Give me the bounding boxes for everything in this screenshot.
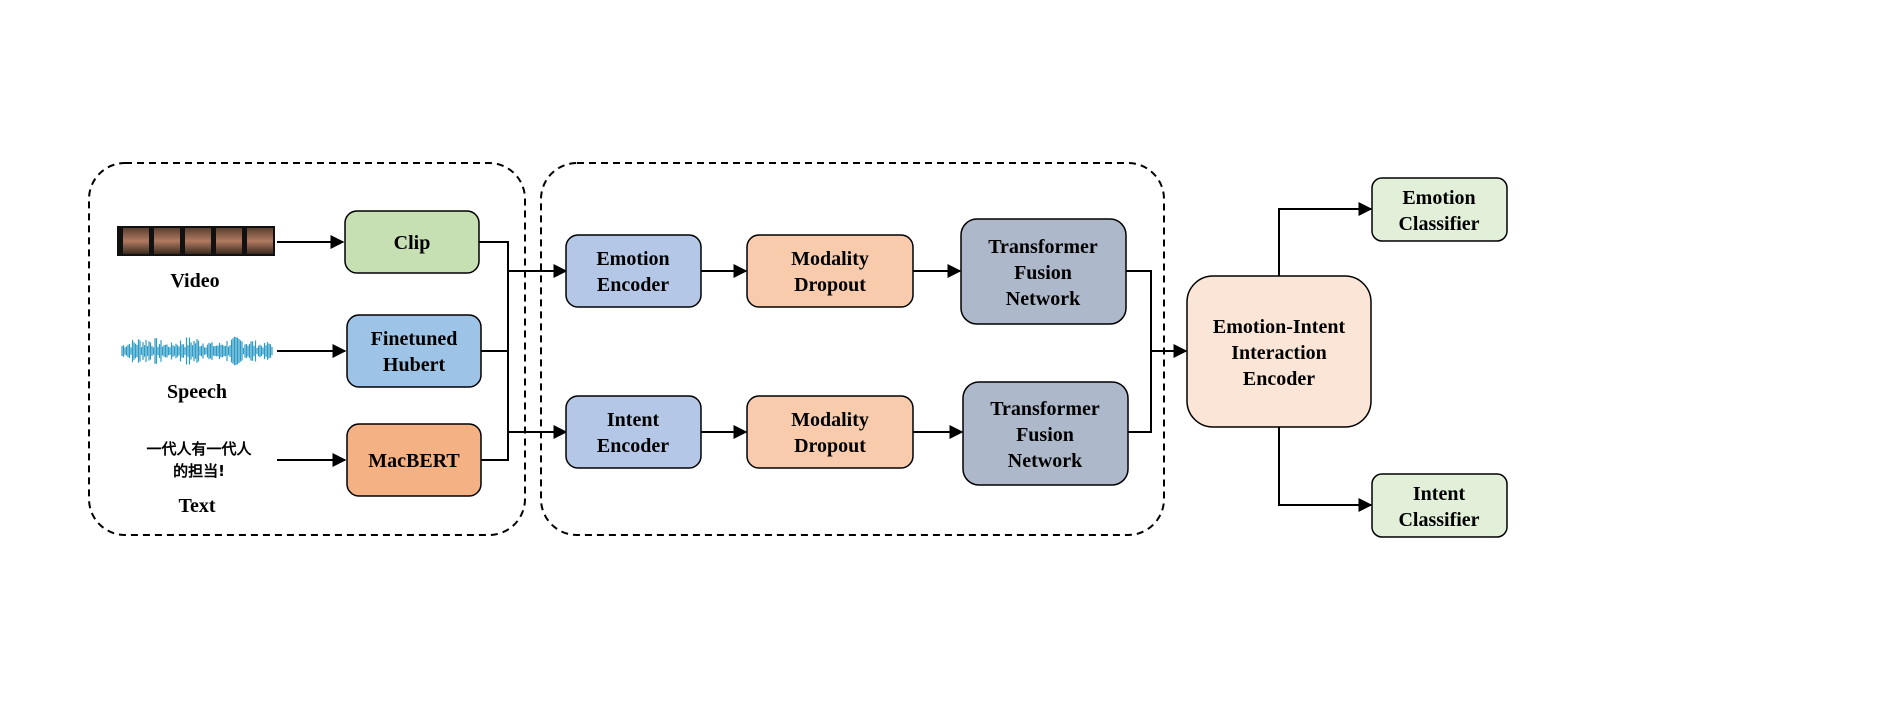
- text-label: Text: [178, 495, 215, 517]
- intent-fusion-line2: Fusion: [1016, 424, 1074, 446]
- branch-group-frame: [540, 162, 1165, 536]
- clip-box: Clip: [344, 210, 480, 274]
- speech-label: Speech: [167, 381, 227, 403]
- hubert-label-line2: Hubert: [383, 354, 446, 376]
- text-sample-line1: 一代人有一代人: [146, 440, 252, 458]
- emotion-fusion-box: Transformer Fusion Network: [960, 218, 1127, 325]
- intent-encoder-line2: Encoder: [597, 435, 669, 457]
- intent-classifier-line2: Classifier: [1398, 509, 1479, 531]
- emotion-encoder-line1: Emotion: [596, 248, 669, 270]
- intent-encoder-line1: Intent: [607, 409, 660, 431]
- intent-dropout-line1: Modality: [791, 409, 869, 431]
- intent-dropout-line2: Dropout: [794, 435, 866, 457]
- macbert-bus-connector: [481, 432, 509, 461]
- video-frames-image: [117, 226, 275, 256]
- intent-encoder-box: Intent Encoder: [565, 395, 702, 469]
- intent-fusion-box: Transformer Fusion Network: [962, 381, 1129, 486]
- interaction-line2: Interaction: [1231, 342, 1327, 364]
- macbert-box: MacBERT: [346, 423, 482, 497]
- emotion-encoder-box: Emotion Encoder: [565, 234, 702, 308]
- emotion-fusion-line3: Network: [1006, 288, 1081, 310]
- interaction-line3: Encoder: [1243, 368, 1315, 390]
- emotion-classifier-box: Emotion Classifier: [1371, 177, 1508, 242]
- intent-classifier-box: Intent Classifier: [1371, 473, 1508, 538]
- hubert-label-line1: Finetuned: [371, 328, 458, 350]
- emotion-dropout-line1: Modality: [791, 248, 869, 270]
- intent-classifier-line1: Intent: [1413, 483, 1466, 505]
- intent-fusion-line1: Transformer: [990, 398, 1100, 420]
- hubert-box: Finetuned Hubert: [346, 314, 482, 388]
- emotion-fusion-connector: [1126, 270, 1152, 433]
- clip-label: Clip: [394, 232, 431, 254]
- speech-waveform-image: [121, 336, 273, 366]
- text-sample-line2: 的担当!: [173, 462, 225, 480]
- emotion-fusion-line2: Fusion: [1014, 262, 1072, 284]
- clip-bus-connector: [479, 241, 509, 432]
- emotion-encoder-line2: Encoder: [597, 274, 669, 296]
- intent-dropout-box: Modality Dropout: [746, 395, 914, 469]
- macbert-label: MacBERT: [368, 450, 460, 472]
- emotion-dropout-line2: Dropout: [794, 274, 866, 296]
- interaction-to-emotion-classifier-arrow: [1278, 202, 1373, 276]
- input-group-frame: [88, 162, 526, 536]
- interaction-encoder-box: Emotion-Intent Interaction Encoder: [1186, 275, 1372, 428]
- interaction-to-intent-classifier-arrow: [1278, 427, 1373, 512]
- emotion-classifier-line2: Classifier: [1398, 213, 1479, 235]
- emotion-classifier-line1: Emotion: [1402, 187, 1475, 209]
- interaction-line1: Emotion-Intent: [1213, 316, 1346, 338]
- intent-fusion-line3: Network: [1008, 450, 1083, 472]
- emotion-fusion-line1: Transformer: [988, 236, 1098, 258]
- video-label: Video: [170, 270, 219, 292]
- emotion-dropout-box: Modality Dropout: [746, 234, 914, 308]
